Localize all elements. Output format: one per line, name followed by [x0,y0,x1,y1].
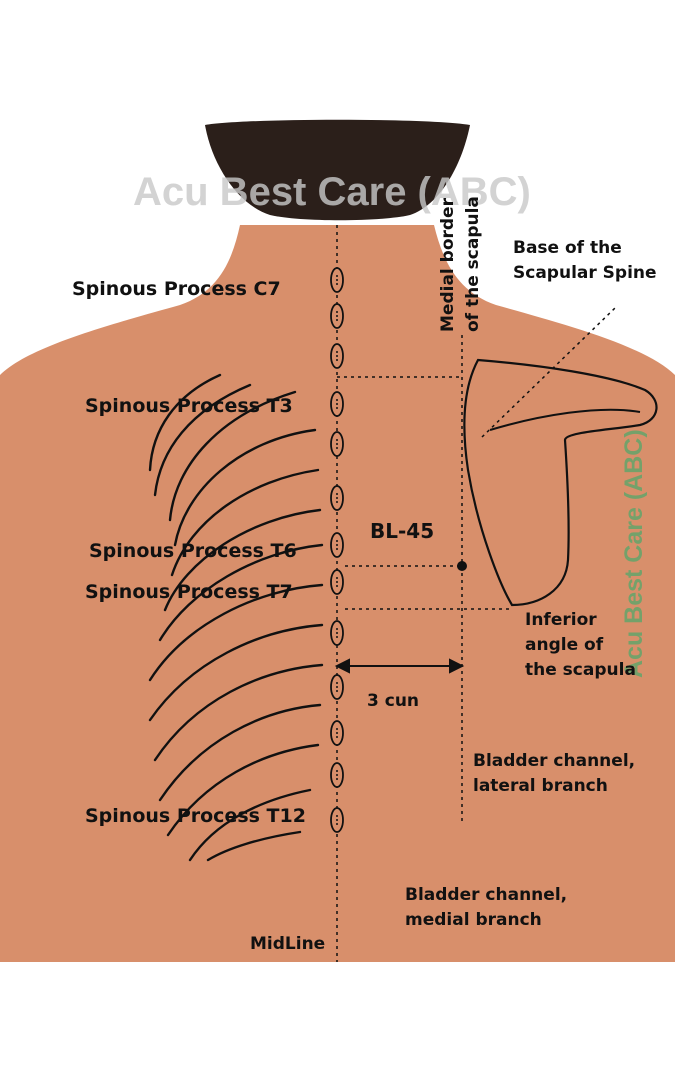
label-spinous-t12: Spinous Process T12 [85,805,306,827]
vertebra-mark [336,577,338,579]
label-spinous-t6: Spinous Process T6 [89,540,297,562]
vertebra-mark [336,407,338,409]
rib-13 [188,788,312,862]
rib-5 [170,468,320,577]
base-spine-pointer [481,307,616,438]
label-bladder-medial-line2: medial branch [405,910,542,930]
label-bladder-lateral: Bladder channel, lateral branch [473,749,635,799]
vertebra-mark [336,815,338,817]
vertebra-mark [336,774,338,776]
vertebra-mark [336,636,338,638]
label-spinous-c7: Spinous Process C7 [72,278,281,300]
vertebra-mark [336,628,338,630]
vertebra-mark [336,540,338,542]
label-bladder-lateral-line1: Bladder channel, [473,751,636,771]
scapular-spine-ridge [489,408,641,431]
ribs [148,373,324,862]
label-base-line2: Scapular Spine [513,263,657,283]
vertebra-mark [336,728,338,730]
rib-2 [153,383,252,497]
rib-14 [206,830,302,862]
vertebra-mark [336,732,338,734]
label-inferior-angle: Inferior angle of the scapula [525,608,636,683]
rib-1 [148,373,222,472]
three-cun-arrow [334,658,465,674]
vertebra-mark [336,497,338,499]
vertebra-mark [336,315,338,317]
rib-7 [158,543,324,642]
label-spinous-t7: Spinous Process T7 [85,581,293,603]
rib-9 [148,623,324,722]
label-medial-border-line1: Medial border [438,198,458,332]
rib-12 [166,743,320,837]
vertebra-mark [336,770,338,772]
vertebra-mark [336,351,338,353]
vertebra-mark [336,439,338,441]
vertebra-mark [336,447,338,449]
vertebra-mark [336,686,338,688]
label-base-scapular-spine: Base of the Scapular Spine [513,236,657,286]
label-three-cun: 3 cun [367,691,420,711]
label-spinous-t3: Spinous Process T3 [85,395,293,417]
vertebra-mark [336,493,338,495]
watermark-top: Acu Best Care (ABC) [133,170,531,214]
hair [205,119,470,221]
label-inferior-line2: angle of [525,635,604,655]
label-inferior-line1: Inferior [525,610,597,630]
scapula-outline [463,358,658,607]
label-midline: MidLine [250,934,326,954]
vertebra-mark [336,544,338,546]
rib-4 [173,428,317,547]
vertebra-mark [336,690,338,692]
rib-3 [168,390,297,522]
rib-10 [153,663,324,762]
vertebra-mark [336,736,338,738]
vertebra-mark [336,275,338,277]
vertebra-mark [336,819,338,821]
vertebra-mark [336,359,338,361]
vertebra-mark [336,311,338,313]
label-medial-border: Medial border of the scapula [436,196,486,332]
rib-6 [163,508,322,612]
vertebrae [330,267,344,833]
vertebra-mark [336,399,338,401]
vertebra-mark [336,632,338,634]
vertebra-mark [336,548,338,550]
label-inferior-line3: the scapula [525,660,636,680]
vertebra-mark [336,283,338,285]
vertebra-mark [336,355,338,357]
label-bladder-medial: Bladder channel, medial branch [405,883,567,933]
label-bladder-lateral-line2: lateral branch [473,776,608,796]
vertebra-mark [336,585,338,587]
bl45-point [457,561,467,571]
vertebra-mark [336,319,338,321]
vertebra-mark [336,778,338,780]
label-base-line1: Base of the [513,238,622,258]
rib-11 [158,703,322,802]
vertebra-mark [336,501,338,503]
vertebra-mark [336,581,338,583]
label-bladder-medial-line1: Bladder channel, [405,885,568,905]
vertebra-mark [336,682,338,684]
label-bl45: BL-45 [370,519,435,543]
label-medial-border-line2: of the scapula [463,196,483,332]
vertebra-mark [336,443,338,445]
vertebra-mark [336,823,338,825]
vertebra-mark [336,279,338,281]
rib-8 [148,583,324,682]
vertebra-mark [336,403,338,405]
